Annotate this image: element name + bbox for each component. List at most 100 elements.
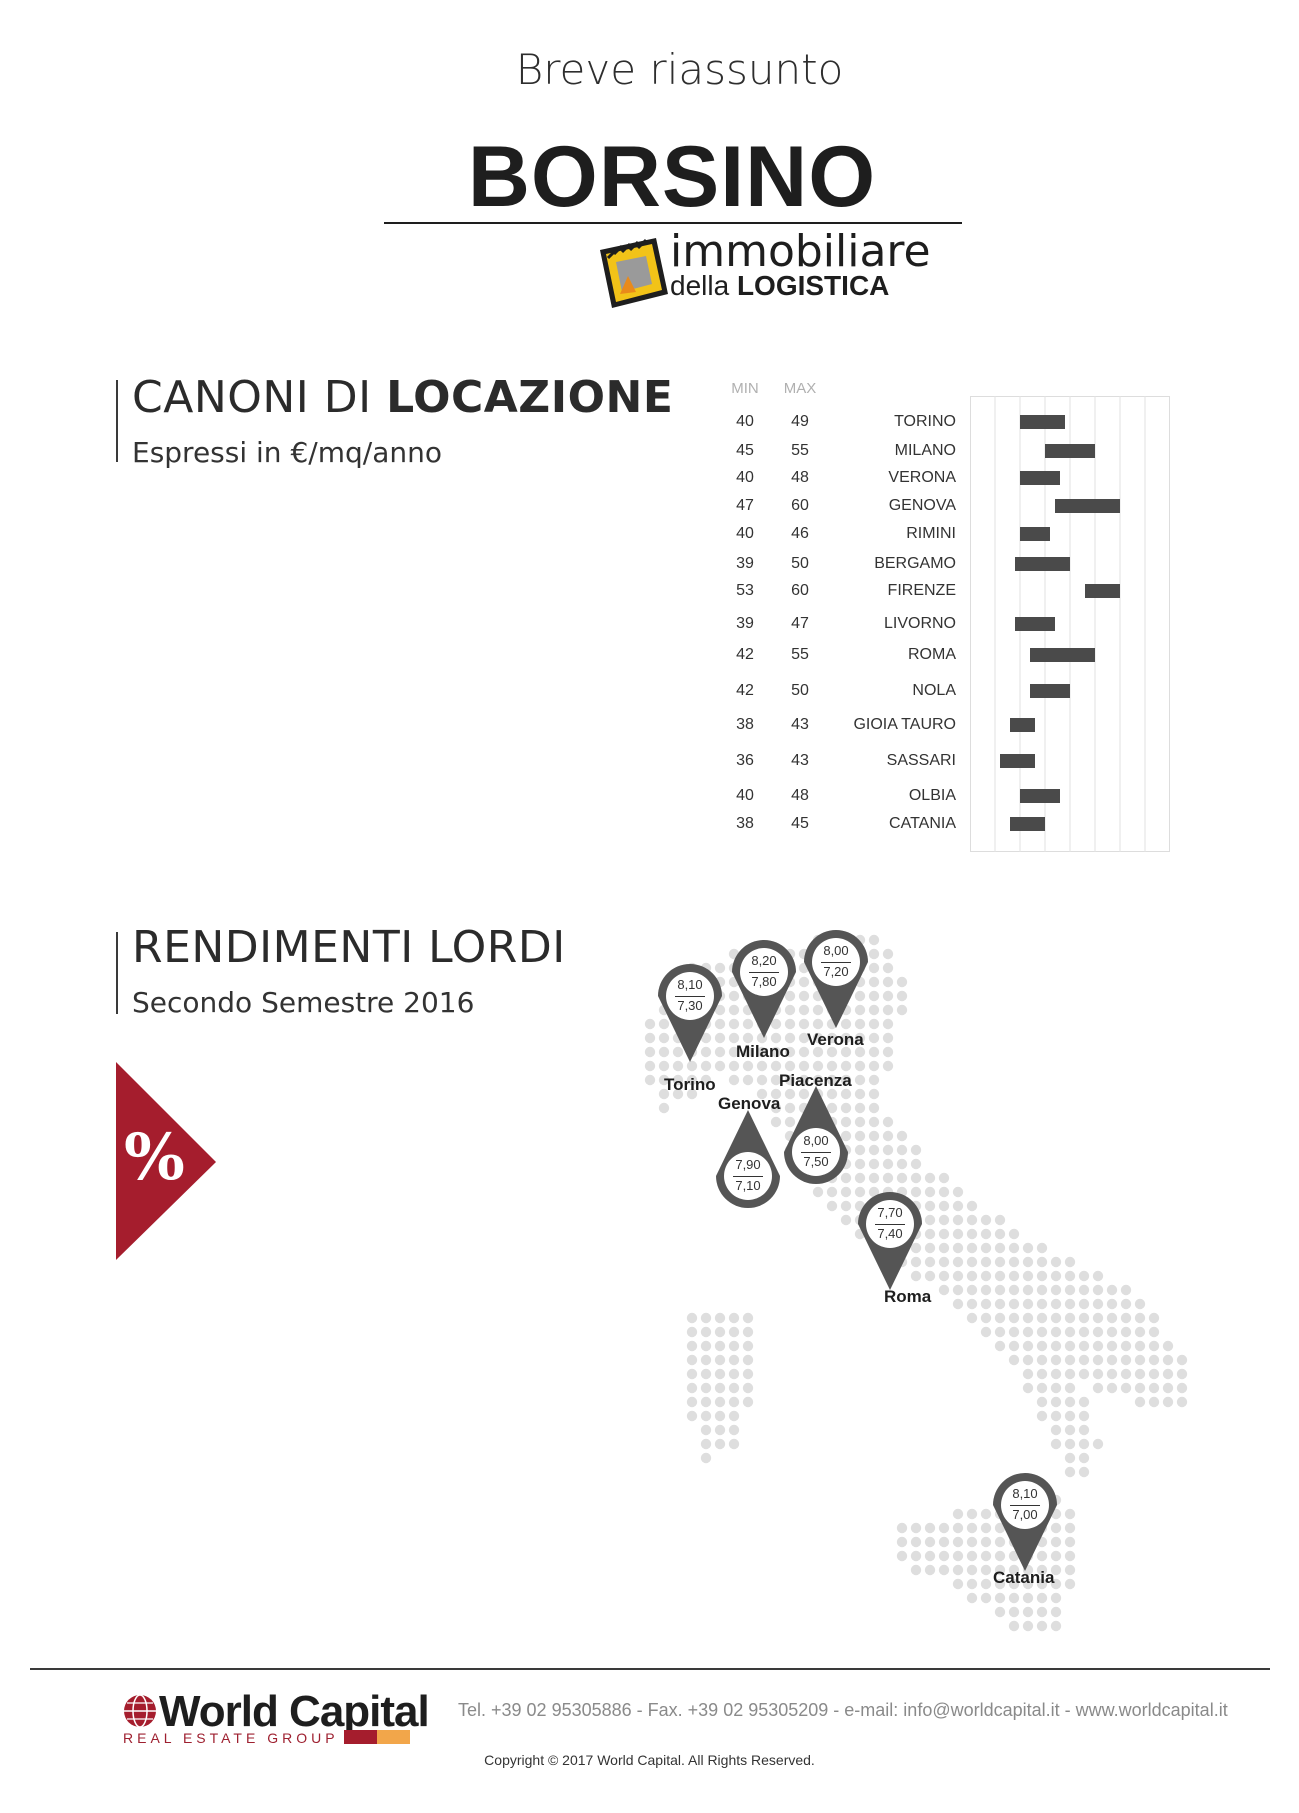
map-dot	[1120, 1354, 1132, 1366]
map-dot	[868, 1046, 880, 1058]
rent-min-value: 42	[736, 646, 754, 663]
rent-max-value: 60	[791, 497, 809, 514]
map-dot	[896, 1550, 908, 1562]
map-dot	[994, 1256, 1006, 1268]
map-dot	[994, 1284, 1006, 1296]
map-dot	[1078, 1438, 1090, 1450]
rent-range-bar	[1045, 444, 1095, 458]
map-dot	[658, 1074, 670, 1086]
map-dot	[1064, 1424, 1076, 1436]
map-dot	[896, 1172, 908, 1184]
rent-max-value: 48	[791, 787, 809, 804]
map-dot	[924, 1186, 936, 1198]
map-dot	[938, 1256, 950, 1268]
map-dot	[1036, 1620, 1048, 1632]
map-dot	[840, 1116, 852, 1128]
map-dot	[784, 1102, 796, 1114]
percent-badge	[116, 1062, 216, 1260]
map-dot	[966, 1508, 978, 1520]
map-dot	[1120, 1340, 1132, 1352]
map-dot	[854, 1018, 866, 1030]
map-dot	[812, 1060, 824, 1072]
map-dot	[966, 1214, 978, 1226]
map-dot	[994, 1550, 1006, 1562]
rent-range-bar	[1015, 617, 1055, 631]
map-dot	[1050, 1522, 1062, 1534]
map-dot	[1022, 1578, 1034, 1590]
rent-min-value: 40	[736, 413, 754, 430]
map-dot	[1106, 1368, 1118, 1380]
map-dot	[742, 1326, 754, 1338]
map-dot	[938, 1200, 950, 1212]
footer-divider	[30, 1668, 1270, 1670]
map-dot	[714, 1438, 726, 1450]
map-dot	[882, 976, 894, 988]
pin-yield-min: 7,20	[823, 964, 849, 979]
map-dot	[1036, 1326, 1048, 1338]
map-dot	[826, 1046, 838, 1058]
map-dot	[1092, 1270, 1104, 1282]
map-dot	[1106, 1382, 1118, 1394]
map-dot	[756, 1074, 768, 1086]
map-dot	[952, 1284, 964, 1296]
map-dot	[938, 1564, 950, 1576]
map-dot	[1092, 1368, 1104, 1380]
map-dot	[686, 1060, 698, 1072]
map-dot	[700, 1368, 712, 1380]
map-dot	[980, 1536, 992, 1548]
map-dot	[952, 1242, 964, 1254]
map-dot	[868, 1088, 880, 1100]
map-dot	[1064, 1298, 1076, 1310]
map-dot	[1078, 1284, 1090, 1296]
map-dot	[966, 1200, 978, 1212]
map-dot	[784, 990, 796, 1002]
section-yields-subtitle: Secondo Semestre 2016	[132, 986, 475, 1019]
map-dot	[994, 1606, 1006, 1618]
section-yields-bar	[116, 932, 118, 1014]
map-dot	[1036, 1592, 1048, 1604]
map-dot	[980, 1284, 992, 1296]
map-dot	[672, 1088, 684, 1100]
map-dot	[938, 1522, 950, 1534]
map-dot	[1078, 1326, 1090, 1338]
map-dot	[994, 1592, 1006, 1604]
map-dot	[1008, 1312, 1020, 1324]
map-dot	[910, 1242, 922, 1254]
map-dot	[1092, 1354, 1104, 1366]
map-dot	[938, 1186, 950, 1198]
map-dot	[868, 1130, 880, 1142]
map-dot	[910, 1270, 922, 1282]
map-dot	[952, 1186, 964, 1198]
map-dot	[700, 1340, 712, 1352]
rent-min-value: 45	[736, 442, 754, 459]
map-dot	[966, 1522, 978, 1534]
pin-yield-max: 8,20	[751, 953, 777, 968]
map-dot	[1050, 1340, 1062, 1352]
map-dot	[756, 1088, 768, 1100]
section-rents-title-bold: LOCAZIONE	[386, 372, 674, 423]
pin-yield-min: 7,80	[751, 974, 777, 989]
map-dot	[952, 1536, 964, 1548]
map-dot	[966, 1298, 978, 1310]
map-dot	[966, 1242, 978, 1254]
map-dot	[714, 1312, 726, 1324]
footer-brand-subtitle: REAL ESTATE GROUP	[123, 1730, 339, 1746]
map-dot	[700, 1438, 712, 1450]
map-dot	[854, 1144, 866, 1156]
map-dot	[686, 1074, 698, 1086]
footer-copyright: Copyright © 2017 World Capital. All Righ…	[484, 1752, 815, 1768]
map-dot	[868, 962, 880, 974]
map-dot	[910, 1564, 922, 1576]
map-dot	[952, 1564, 964, 1576]
map-dot	[798, 1032, 810, 1044]
map-dot	[658, 1032, 670, 1044]
map-dot	[1008, 1270, 1020, 1282]
map-dot	[1176, 1354, 1188, 1366]
map-dot	[1008, 1228, 1020, 1240]
map-dot	[672, 1046, 684, 1058]
logo-emblem-icon	[600, 238, 668, 308]
map-dot	[1008, 1606, 1020, 1618]
map-dot	[1050, 1578, 1062, 1590]
map-dot	[798, 1088, 810, 1100]
map-dot	[952, 1256, 964, 1268]
